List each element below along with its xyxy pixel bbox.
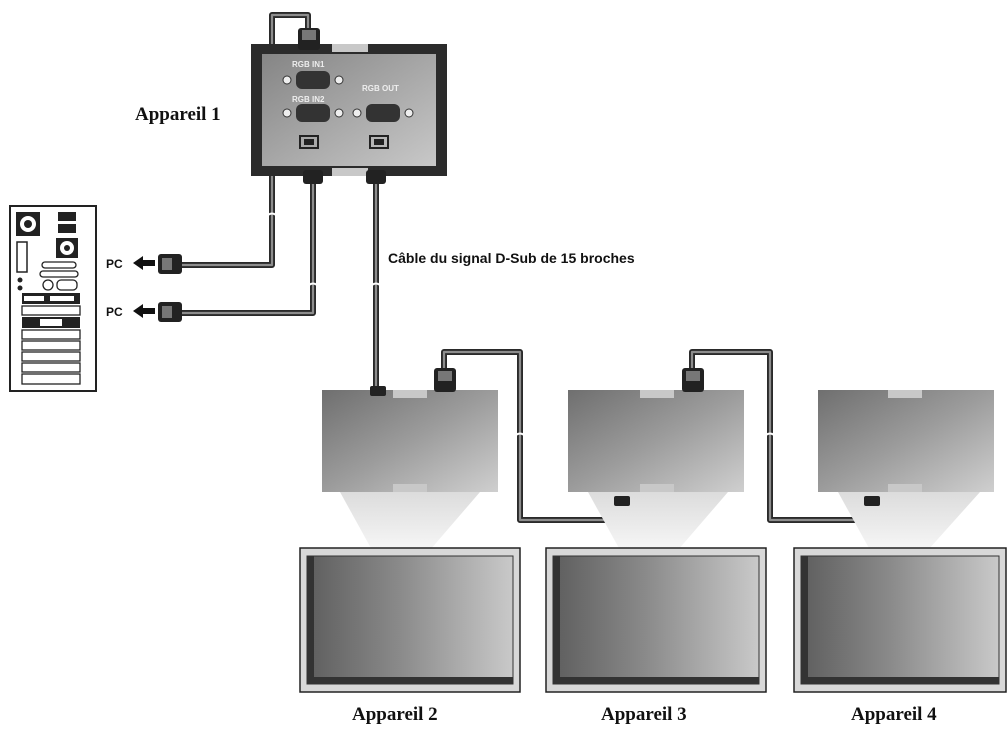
device-4	[793, 390, 1007, 693]
arrow-left-icon	[133, 256, 155, 270]
dsub-connector-icon	[158, 302, 182, 322]
pc-label-1: PC	[106, 257, 123, 271]
cable-pc2	[182, 178, 318, 316]
pc-label-2: PC	[106, 305, 123, 319]
port-label-rgb-in1: RGB IN1	[292, 60, 325, 69]
cable-out-to-device2	[371, 178, 381, 392]
device-1: RGB IN1 RGB IN2 RGB OUT	[251, 28, 447, 184]
pc-tower-icon	[9, 205, 97, 392]
dsub-connector-icon	[158, 254, 182, 274]
device-1-label: Appareil 1	[135, 104, 221, 125]
rgb-in2-port	[282, 104, 344, 122]
rgb-out-port	[352, 104, 414, 122]
device-2-label: Appareil 2	[352, 704, 438, 725]
device-4-label: Appareil 4	[851, 704, 937, 725]
rgb-in1-port	[282, 71, 344, 89]
device-3	[545, 368, 767, 693]
device-3-label: Appareil 3	[601, 704, 687, 725]
port-label-rgb-out: RGB OUT	[362, 84, 399, 93]
device-2	[299, 368, 521, 693]
cable-label: Câble du signal D-Sub de 15 broches	[388, 250, 635, 266]
port-label-rgb-in2: RGB IN2	[292, 95, 325, 104]
arrow-left-icon	[133, 304, 155, 318]
